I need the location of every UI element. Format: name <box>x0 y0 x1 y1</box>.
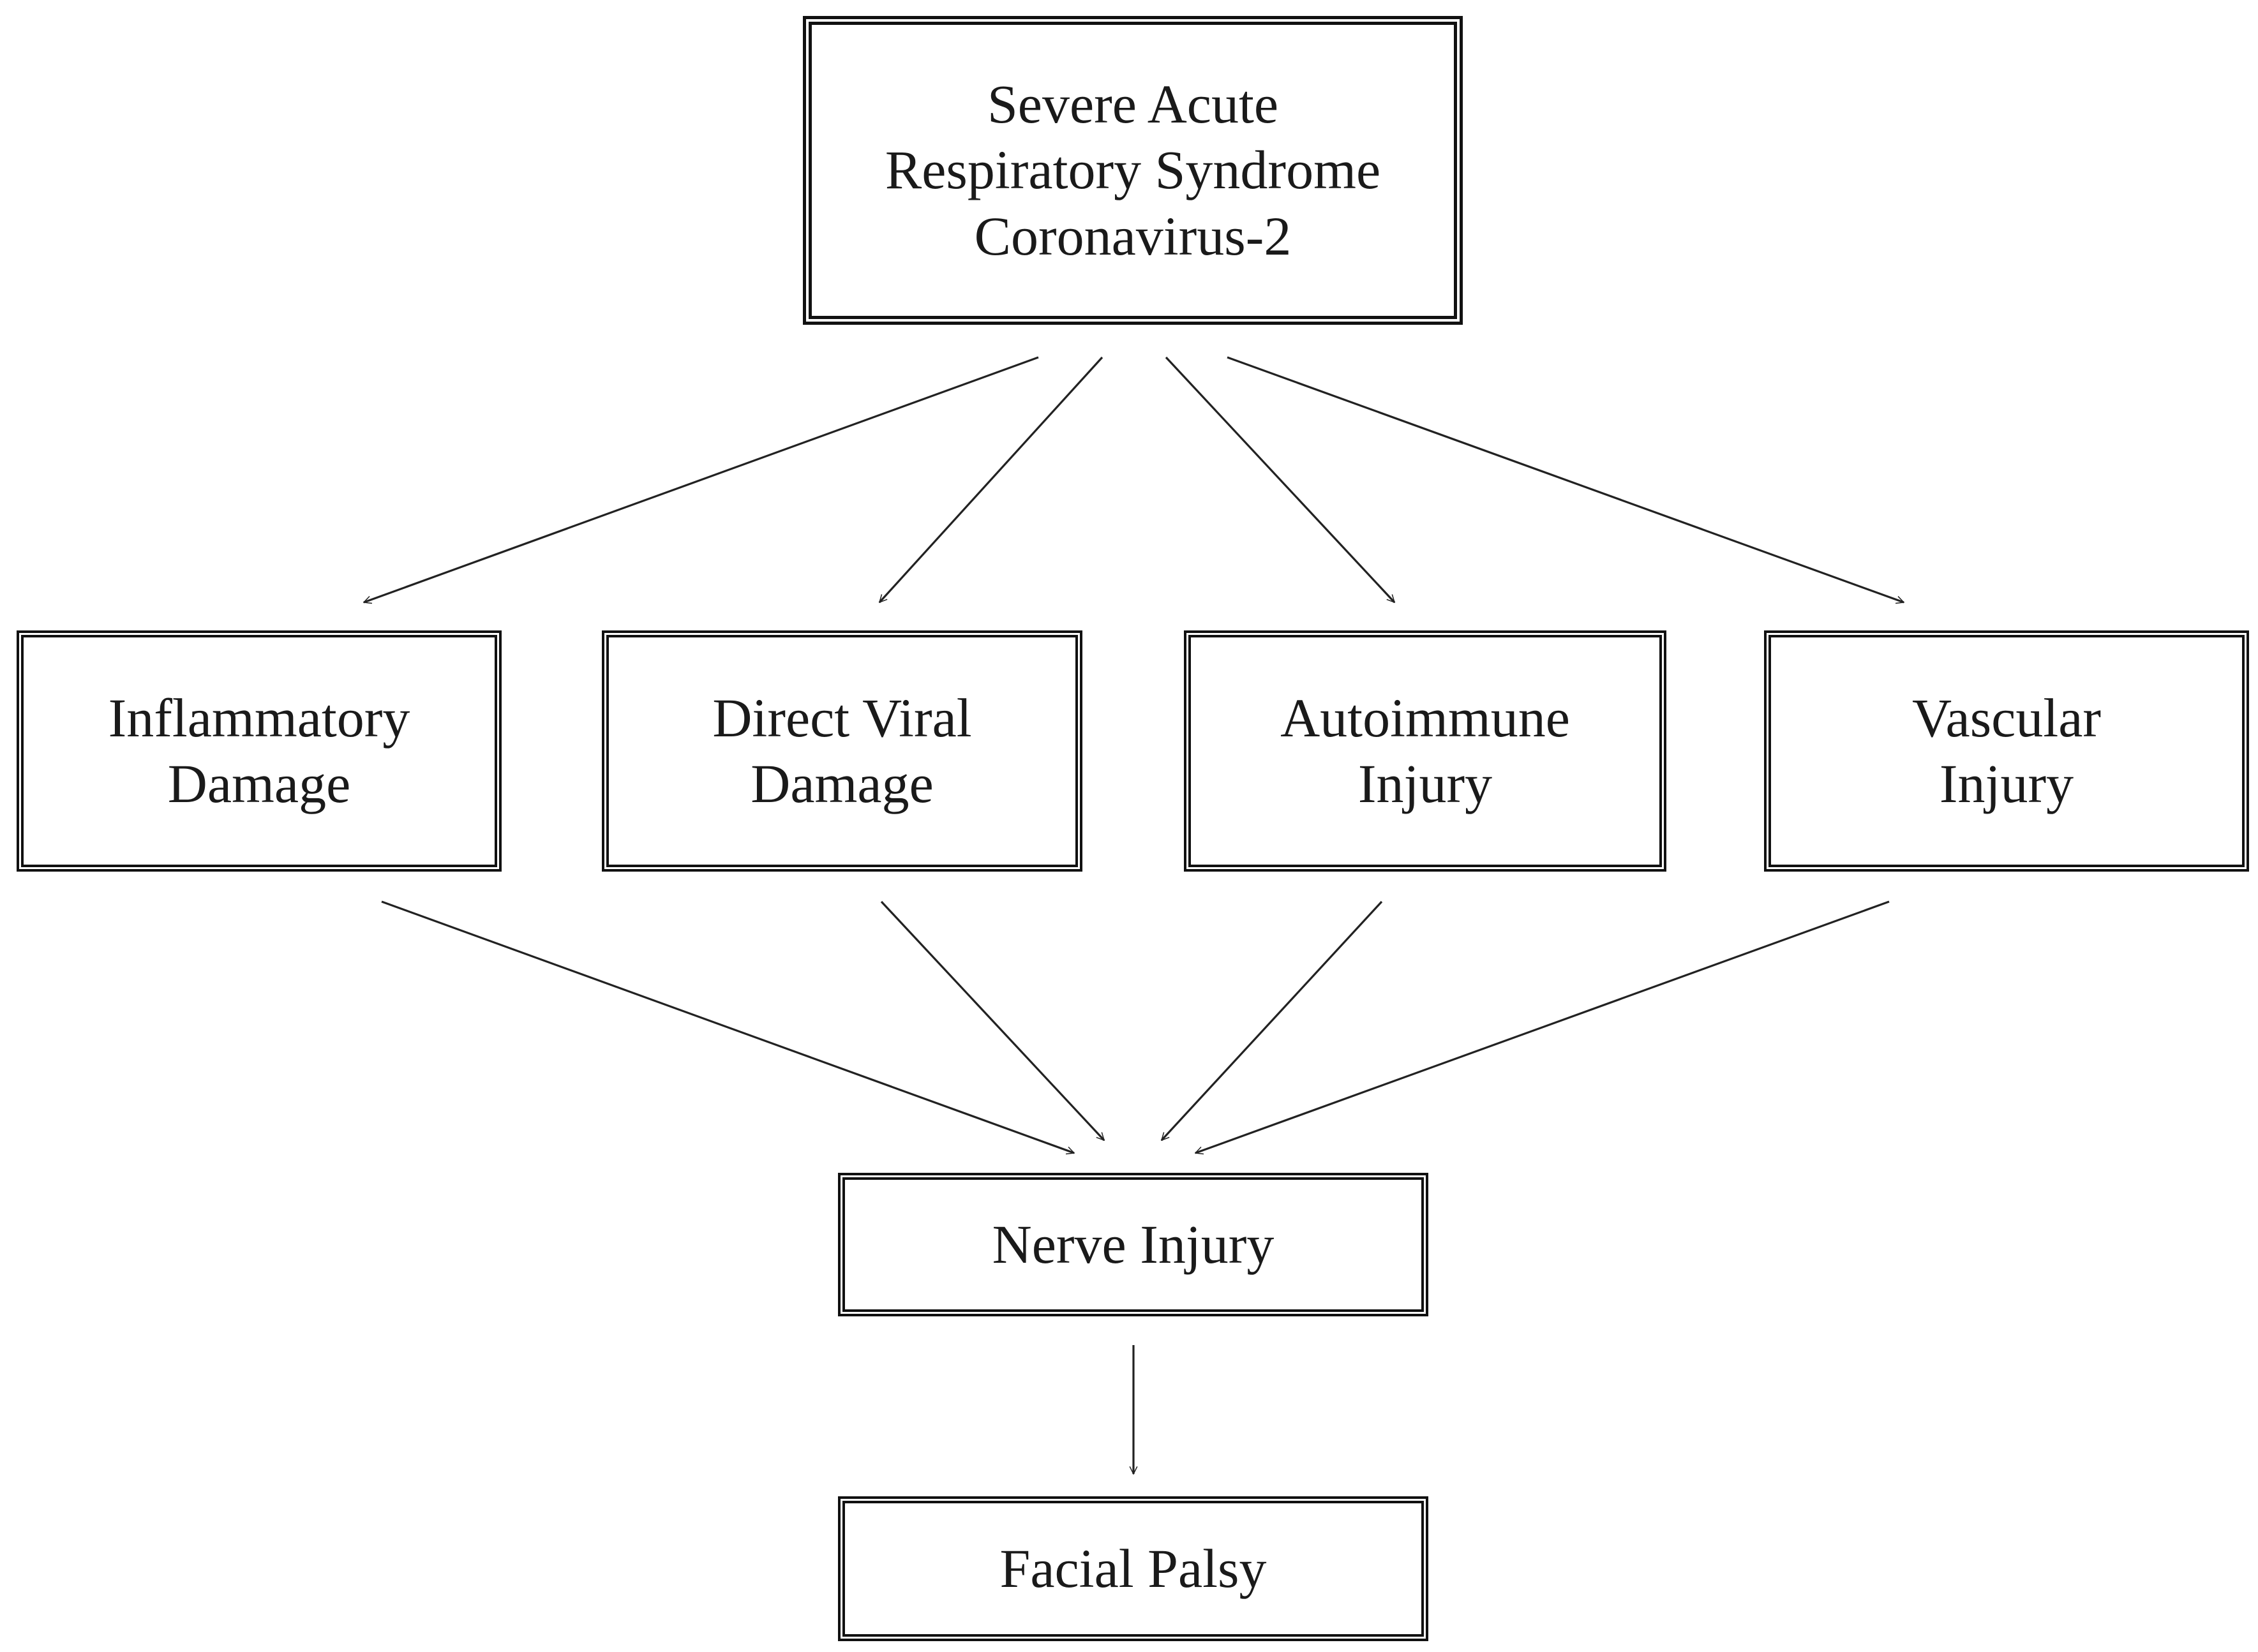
arrow-vascular-to-nerve <box>1195 900 1890 1153</box>
arrow-viral-to-nerve <box>880 900 1105 1140</box>
arrow-source-to-autoimm <box>1165 356 1396 602</box>
node-vascular-injury: Vascular Injury <box>1764 630 2249 872</box>
node-label: Nerve Injury <box>992 1213 1275 1275</box>
node-label: Facial Palsy <box>999 1537 1267 1599</box>
arrow-source-to-viral <box>878 356 1103 602</box>
node-sars-cov-2: Severe Acute Respiratory Syndrome Corona… <box>803 16 1463 325</box>
arrow-source-to-inflam <box>364 356 1039 602</box>
node-facial-palsy: Facial Palsy <box>838 1496 1428 1641</box>
node-label: Direct Viral Damage <box>712 687 972 814</box>
arrow-inflam-to-nerve <box>381 900 1074 1153</box>
node-autoimmune-injury: Autoimmune Injury <box>1184 630 1666 872</box>
arrow-source-to-vascular <box>1227 356 1904 602</box>
node-nerve-injury: Nerve Injury <box>838 1173 1428 1316</box>
node-label: Autoimmune Injury <box>1280 687 1570 814</box>
node-label: Severe Acute Respiratory Syndrome Corona… <box>885 73 1381 267</box>
node-inflammatory-damage: Inflammatory Damage <box>17 630 502 872</box>
node-label: Inflammatory Damage <box>108 687 410 814</box>
node-label: Vascular Injury <box>1911 687 2102 814</box>
arrow-autoimm-to-nerve <box>1160 900 1383 1140</box>
node-direct-viral-damage: Direct Viral Damage <box>602 630 1082 872</box>
